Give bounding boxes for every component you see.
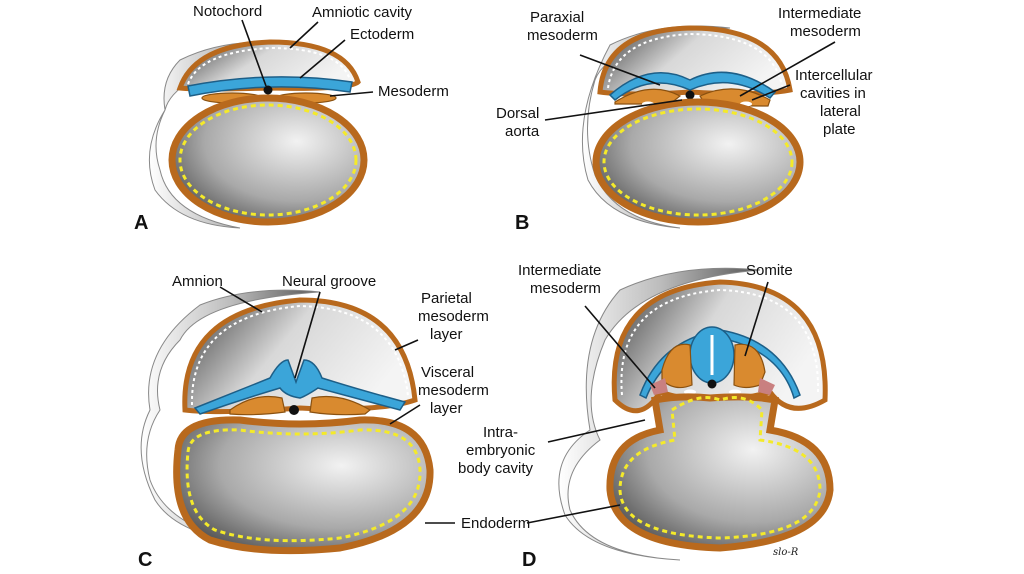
endoderm bbox=[185, 428, 422, 543]
panel-letter-d: D bbox=[522, 549, 536, 571]
visceral-mesoderm bbox=[309, 395, 372, 416]
dorsal-aorta bbox=[729, 389, 741, 395]
label-somite: Somite bbox=[746, 262, 793, 279]
embryo-shadow bbox=[140, 289, 321, 546]
notochord bbox=[263, 85, 273, 95]
somite-left bbox=[661, 343, 693, 389]
yolk-sac bbox=[173, 416, 434, 555]
notochord bbox=[685, 90, 695, 100]
endoderm bbox=[178, 103, 358, 217]
amnion bbox=[190, 304, 409, 406]
panel-a: Notochord Amniotic cavity Ectoderm Mesod… bbox=[134, 3, 449, 234]
embryo-shadow bbox=[558, 267, 761, 561]
panel-letter-b: B bbox=[515, 212, 529, 234]
ectoderm bbox=[193, 359, 407, 415]
label-endoderm: Endoderm bbox=[461, 515, 530, 532]
label-amniotic-cavity: Amniotic cavity bbox=[312, 4, 413, 21]
dorsal-aorta bbox=[684, 389, 696, 395]
visceral-mesoderm bbox=[229, 395, 286, 416]
intermediate-mesoderm bbox=[650, 378, 668, 395]
yolk-sac bbox=[606, 393, 834, 552]
amnion bbox=[620, 288, 820, 396]
intermediate-mesoderm bbox=[758, 378, 775, 395]
yolk-sac bbox=[168, 94, 368, 226]
notochord bbox=[289, 405, 299, 415]
artist-signature: slo-R bbox=[773, 547, 799, 558]
label-ectoderm: Ectoderm bbox=[350, 26, 414, 43]
label-amnion: Amnion bbox=[172, 273, 223, 290]
label-mesoderm: Mesoderm bbox=[378, 83, 449, 100]
panel-letter-a: A bbox=[134, 212, 148, 234]
yolk-sac bbox=[592, 98, 804, 226]
notochord bbox=[707, 379, 717, 389]
ectoderm bbox=[608, 71, 777, 102]
label-notochord: Notochord bbox=[193, 3, 262, 20]
endoderm bbox=[618, 396, 822, 540]
endoderm bbox=[602, 107, 794, 217]
panel-letter-c: C bbox=[138, 549, 152, 571]
amnion bbox=[607, 32, 783, 89]
label-neural-groove: Neural groove bbox=[282, 273, 376, 290]
